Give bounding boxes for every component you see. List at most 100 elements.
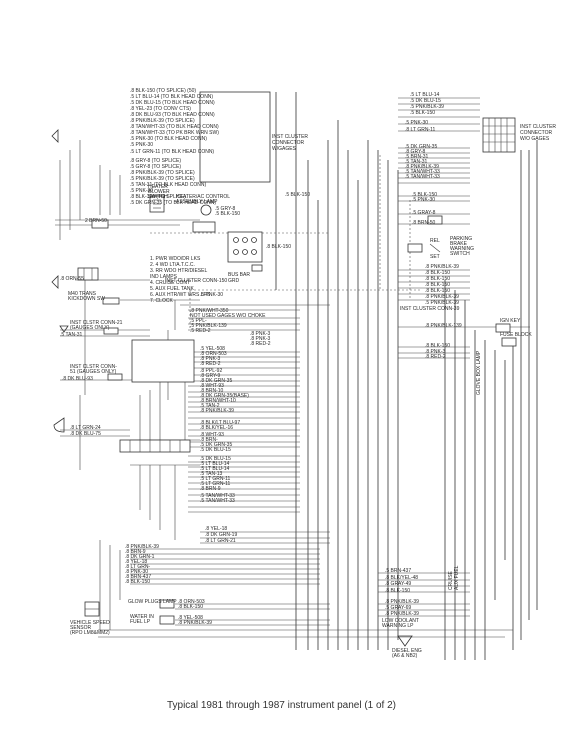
center-right-labels: .8 PNK/BLK-139 .8 BLK-150 .8 PNK-3 .8 RE…: [425, 318, 532, 395]
bus-lines: [55, 92, 538, 660]
wire-label: .5 TAN/WHT-33: [200, 498, 235, 504]
wire-label: .5 DK BLU-15: [410, 98, 441, 104]
wire-label: .5 TAN-31 (TO BLK HEAD CONN): [130, 182, 206, 188]
svg-text:INST CLUSTER CONN-39: INST CLUSTER CONN-39: [400, 306, 460, 312]
svg-text:WATER IN: WATER IN: [130, 614, 154, 620]
wire-label: .8 ORN-503: [200, 351, 227, 357]
wire-label: .8 DK GRN-35: [200, 378, 232, 384]
wire-label: .5 TAN-31: [60, 332, 83, 338]
wire-label: .8 GRY-8: [405, 149, 426, 155]
wire-label: .5 LT GRN-11 (TO BLK HEAD CONN): [130, 149, 214, 155]
wire-label: .5 GRY-8: [215, 206, 236, 212]
wire-label: .8 PNK-3: [425, 349, 446, 355]
wire-label: .8 BLK-150 (TO SPLICE): [130, 194, 186, 200]
wire-label: .8 DK GRN-19: [205, 532, 237, 538]
wire-label: .8 PNK/BLK-39: [405, 164, 439, 170]
svg-text:INST CLSTR CONN-: INST CLSTR CONN-: [70, 364, 117, 370]
svg-text:W/GAGES: W/GAGES: [272, 146, 297, 152]
wire-label: .8 BLK-150: [425, 282, 450, 288]
svg-text:SWITCH: SWITCH: [450, 251, 470, 257]
legend-list: 1. PWR WDO/DR LKS 2. 4 WD LT/A.T.C.C. 3.…: [150, 244, 291, 304]
wire-label: .8 YEL-18: [125, 559, 147, 565]
wire-label: .8 PNK/BLK-39: [385, 599, 419, 605]
wire-label: .8 BLK-150: [266, 244, 291, 250]
wire-label: .5 TAN-31: [405, 159, 428, 165]
wire-label: .5 GRAY-69: [385, 605, 411, 611]
svg-text:LOW COOLANT: LOW COOLANT: [382, 618, 419, 624]
wire-label: .5 DK BLU-15: [200, 456, 231, 462]
wire-label: .5 LT GRN-11: [200, 481, 231, 487]
svg-text:INST CLUSTER: INST CLUSTER: [520, 124, 556, 130]
wire-label: .5 PPL-: [190, 318, 207, 324]
wire-label: .5 BLK-150: [412, 192, 437, 198]
bottom-right-labels: .5 BRN-437 .8 BLK/YEL-48 .8 GRAY-49 .8 B…: [382, 565, 460, 659]
svg-text:SET: SET: [430, 254, 440, 260]
connector-center-cluster: [131, 339, 195, 383]
center-wire-labels: .8 PNK/WHT-350 NOT USED GAGES W/O CHOKE …: [190, 308, 271, 544]
svg-text:5. AUX FUEL TANK: 5. AUX FUEL TANK: [150, 286, 194, 292]
svg-text:ASSEMBLY LAMP: ASSEMBLY LAMP: [176, 199, 218, 205]
connector-gages: [199, 91, 271, 183]
wire-label: .5 PNK-30 (TO BLK HEAD CONN): [130, 136, 207, 142]
svg-text:GLOW PLUGS LAMP: GLOW PLUGS LAMP: [128, 599, 177, 605]
top-right-wire-labels: .5 LT BLU-14 .5 DK BLU-15 .5 PNK/BLK-39 …: [405, 92, 444, 180]
svg-text:VEHICLE SPEED: VEHICLE SPEED: [70, 620, 110, 626]
wire-label: .8 GRY-9: [200, 373, 221, 379]
wire-label: .8 BRN-437: [125, 574, 151, 580]
wire-label: .8 BLK/LT BLU-97: [200, 420, 240, 426]
wire-label: .5 BLK-150: [215, 211, 240, 217]
svg-text:DIESEL ENG: DIESEL ENG: [392, 648, 422, 654]
svg-text:INST CLUSTER: INST CLUSTER: [272, 134, 308, 140]
bottom-left-labels: .8 PNK/BLK-39 .8 BRN-9 .8 DK GRN-1 .8 YE…: [70, 544, 159, 636]
wire-label: .8 BRN-10: [200, 388, 224, 394]
wire-label: .8 BRN/WHT-10: [200, 398, 236, 404]
wire-label: .8 RED-2: [425, 354, 446, 360]
wire-label: .8 BRN-: [200, 437, 218, 443]
svg-text:PARKING: PARKING: [450, 236, 472, 242]
svg-text:INST CLSTR CONN-21: INST CLSTR CONN-21: [70, 320, 123, 326]
svg-text:IGN KEY: IGN KEY: [500, 318, 521, 324]
svg-text:WARNING LP: WARNING LP: [382, 623, 414, 629]
small-connectors: [91, 215, 443, 381]
wire-label: .5 DK BLU-15: [200, 447, 231, 453]
horizontal-wire-runs: [130, 97, 530, 626]
wire-label: 2 BRN-50: [85, 218, 107, 224]
wire-label: .8 WHT-93: [200, 383, 224, 389]
svg-text:GRD: GRD: [228, 278, 240, 284]
wire-label: .5 TAN/WHT-33: [405, 169, 440, 175]
inst-cluster-connector-wo-gages-label: INST CLUSTER CONNECTOR W/O GAGES: [520, 124, 556, 142]
wire-label: .5 LT BLU-14: [200, 466, 229, 472]
wire-label: .8 PNK/BLK-39: [425, 294, 459, 300]
wire-label: .8 LT GRN-24: [70, 425, 101, 431]
wire-label: .8 GRAY-49: [385, 581, 411, 587]
wire-label: .5 YEL-508: [200, 346, 225, 352]
wire-label: .5 BRN-437: [385, 568, 411, 574]
connector-lower-cluster: [119, 439, 191, 453]
wire-label: .8 PNK-3: [200, 356, 221, 362]
wire-label: .8 DK BLU-93: [62, 376, 93, 382]
glow-plug-lamp-symbols: [159, 599, 175, 625]
wire-label: .5 LT BLU-14: [200, 461, 229, 467]
wire-label: .8 LT GRN-21: [205, 538, 236, 544]
svg-text:HEATER: HEATER: [148, 184, 168, 190]
svg-text:BLOWER: BLOWER: [148, 189, 170, 195]
wire-label: .8 PNK/BLK-39: [425, 264, 459, 270]
svg-text:W/O GAGES: W/O GAGES: [520, 136, 550, 142]
wire-label: .8 WHT-93: [200, 432, 224, 438]
svg-text:BUS BAR: BUS BAR: [228, 272, 250, 278]
wire-label: .8 BRN-9: [125, 549, 146, 555]
wire-label: .8 YEL-18: [205, 526, 227, 532]
svg-text:CONNECTOR: CONNECTOR: [520, 130, 553, 136]
bus-bar-grd: [227, 231, 263, 272]
svg-text:SWITCH: SWITCH: [148, 194, 168, 200]
wire-label: .8 ORN-55: [60, 276, 84, 282]
wire-label: .5 BRN-31: [405, 154, 429, 160]
left-side-labels: .8 ORN-55 M40 TRANS KICKDOWN SW .5 PNK-3…: [60, 276, 223, 437]
wire-label: .5 DK GRN-35: [200, 442, 232, 448]
wire-label: .8 BLK/YEL-48: [385, 575, 418, 581]
inst-cluster-connector-gages-label: INST CLUSTER CONNECTOR W/GAGES: [272, 134, 308, 152]
wire-label: .8 LT GRN-: [125, 564, 150, 570]
wire-label: .5 TAN/WHT-33: [405, 174, 440, 180]
wire-label: .5 GRAY-8: [412, 210, 436, 216]
svg-text:1. PWR WDO/DR LKS: 1. PWR WDO/DR LKS: [150, 256, 201, 262]
